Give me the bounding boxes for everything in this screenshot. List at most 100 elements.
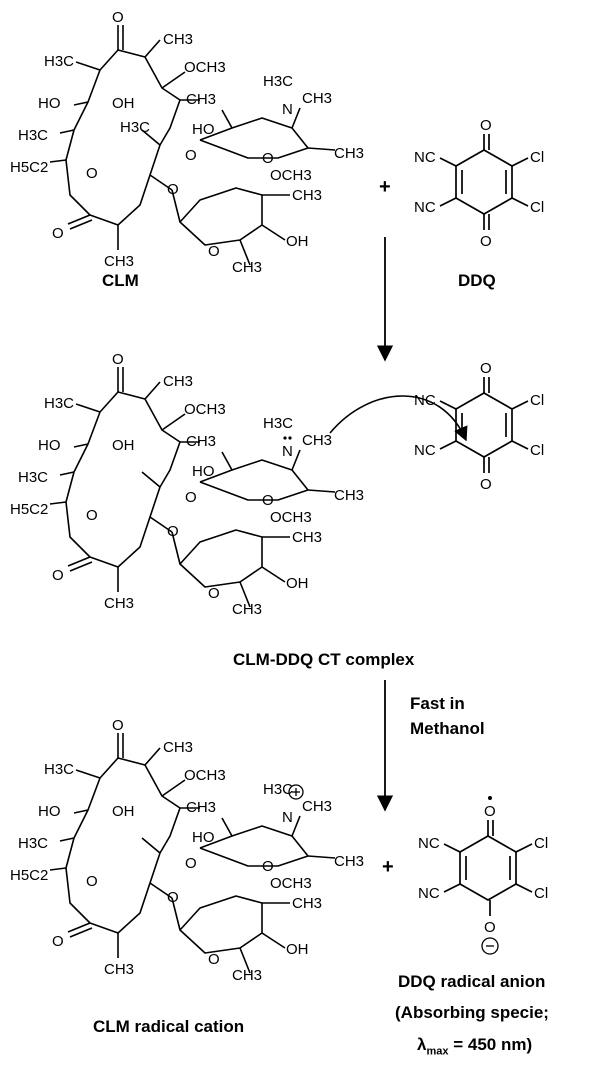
svg-text:O: O bbox=[480, 233, 492, 250]
svg-text:Cl: Cl bbox=[530, 392, 544, 409]
svg-text:O: O bbox=[185, 489, 197, 506]
svg-text:OCH3: OCH3 bbox=[184, 401, 226, 418]
svg-text:CH3: CH3 bbox=[232, 967, 262, 984]
svg-text:O: O bbox=[52, 567, 64, 584]
svg-text:OCH3: OCH3 bbox=[270, 509, 312, 526]
ddq-structure-middle: O O Cl Cl NC NC bbox=[414, 360, 544, 493]
svg-text:N: N bbox=[282, 443, 293, 460]
svg-text:Cl: Cl bbox=[534, 885, 548, 902]
svg-text:CH3: CH3 bbox=[232, 601, 262, 618]
svg-text:CH3: CH3 bbox=[186, 433, 216, 450]
svg-text:O: O bbox=[167, 889, 179, 906]
svg-text:H5C2: H5C2 bbox=[10, 867, 48, 884]
svg-text:NC: NC bbox=[414, 392, 436, 409]
svg-text:OH: OH bbox=[286, 575, 309, 592]
svg-text:H3C: H3C bbox=[263, 781, 293, 798]
svg-text:OCH3: OCH3 bbox=[270, 875, 312, 892]
svg-text:Cl: Cl bbox=[534, 835, 548, 852]
svg-text:H3C: H3C bbox=[18, 127, 48, 144]
svg-text:CH3: CH3 bbox=[302, 90, 332, 107]
svg-text:OCH3: OCH3 bbox=[270, 167, 312, 184]
svg-text:CH3: CH3 bbox=[186, 91, 216, 108]
svg-text:O: O bbox=[262, 492, 274, 509]
ddq-radical-anion-structure: O O Cl Cl NC NC bbox=[418, 796, 548, 955]
svg-text:N: N bbox=[282, 809, 293, 826]
svg-text:CH3: CH3 bbox=[334, 853, 364, 870]
svg-text:CH3: CH3 bbox=[292, 895, 322, 912]
svg-text:OCH3: OCH3 bbox=[184, 59, 226, 76]
svg-text:O: O bbox=[208, 951, 220, 968]
svg-text:HO: HO bbox=[38, 95, 61, 112]
svg-text:HO: HO bbox=[192, 829, 215, 846]
svg-text:O: O bbox=[86, 507, 98, 524]
lambda-subscript: max bbox=[426, 1045, 449, 1058]
svg-text:CH3: CH3 bbox=[334, 145, 364, 162]
svg-text:CH3: CH3 bbox=[163, 373, 193, 390]
svg-text:O: O bbox=[480, 360, 492, 377]
svg-text:O: O bbox=[262, 150, 274, 167]
svg-text:O: O bbox=[262, 858, 274, 875]
svg-text:O: O bbox=[484, 803, 496, 820]
svg-text:H3C: H3C bbox=[44, 53, 74, 70]
svg-text:CH3: CH3 bbox=[232, 259, 262, 276]
svg-text:CH3: CH3 bbox=[302, 432, 332, 449]
svg-text:H3C: H3C bbox=[263, 73, 293, 90]
svg-text:Cl: Cl bbox=[530, 442, 544, 459]
svg-text:CH3: CH3 bbox=[104, 253, 134, 270]
plus-sign-bottom: + bbox=[382, 856, 394, 878]
svg-text:H5C2: H5C2 bbox=[10, 501, 48, 518]
svg-text:O: O bbox=[112, 351, 124, 368]
svg-text:O: O bbox=[208, 243, 220, 260]
electron-transfer-arrow bbox=[329, 395, 468, 442]
svg-text:OH: OH bbox=[112, 437, 135, 454]
svg-text:H3C: H3C bbox=[44, 395, 74, 412]
svg-text:H3C: H3C bbox=[18, 469, 48, 486]
svg-text:O: O bbox=[112, 717, 124, 734]
svg-text:OH: OH bbox=[112, 95, 135, 112]
radical-anion-label-2: (Absorbing specie; bbox=[395, 1003, 549, 1022]
svg-text:HO: HO bbox=[192, 463, 215, 480]
condition-line-1: Fast in bbox=[410, 694, 465, 713]
svg-text:CH3: CH3 bbox=[163, 739, 193, 756]
radical-anion-label-3: λmax = 450 nm) bbox=[417, 1035, 532, 1057]
svg-text:O: O bbox=[480, 117, 492, 134]
svg-text:CH3: CH3 bbox=[334, 487, 364, 504]
svg-text:CH3: CH3 bbox=[104, 595, 134, 612]
svg-text:CH3: CH3 bbox=[292, 187, 322, 204]
svg-text:OH: OH bbox=[286, 941, 309, 958]
lambda-symbol: λ bbox=[417, 1035, 427, 1054]
svg-text:CH3: CH3 bbox=[292, 529, 322, 546]
svg-text:H3C: H3C bbox=[120, 119, 150, 136]
atom-ketone-o: O bbox=[112, 9, 124, 26]
svg-text:Cl: Cl bbox=[530, 149, 544, 166]
svg-text:O: O bbox=[167, 523, 179, 540]
svg-text:HO: HO bbox=[38, 803, 61, 820]
svg-text:H5C2: H5C2 bbox=[10, 159, 48, 176]
svg-text:H3C: H3C bbox=[18, 835, 48, 852]
condition-line-2: Methanol bbox=[410, 719, 485, 738]
svg-text:OH: OH bbox=[286, 233, 309, 250]
svg-text:NC: NC bbox=[414, 442, 436, 459]
clm-label: CLM bbox=[102, 271, 139, 290]
svg-text:NC: NC bbox=[414, 199, 436, 216]
clm-radical-cation-structure: O H3C CH3 HO OH H3C H5C2 O O CH3 OCH3 CH… bbox=[10, 717, 364, 984]
svg-text:O: O bbox=[167, 181, 179, 198]
svg-text:HO: HO bbox=[38, 437, 61, 454]
svg-text:NC: NC bbox=[414, 149, 436, 166]
svg-text:OH: OH bbox=[112, 803, 135, 820]
svg-text:HO: HO bbox=[192, 121, 215, 138]
radical-cation-label: CLM radical cation bbox=[93, 1017, 245, 1036]
svg-text:O: O bbox=[185, 147, 197, 164]
svg-text:O: O bbox=[86, 165, 98, 182]
svg-text:NC: NC bbox=[418, 835, 440, 852]
svg-text:CH3: CH3 bbox=[302, 798, 332, 815]
svg-text:O: O bbox=[86, 873, 98, 890]
plus-sign-top: + bbox=[379, 176, 391, 198]
ddq-structure-top: O O Cl Cl NC NC bbox=[414, 117, 544, 250]
svg-text:H3C: H3C bbox=[263, 415, 293, 432]
svg-text:OCH3: OCH3 bbox=[184, 767, 226, 784]
svg-text:N: N bbox=[282, 101, 293, 118]
ct-complex-label: CLM-DDQ CT complex bbox=[233, 650, 415, 669]
svg-text:O: O bbox=[480, 476, 492, 493]
